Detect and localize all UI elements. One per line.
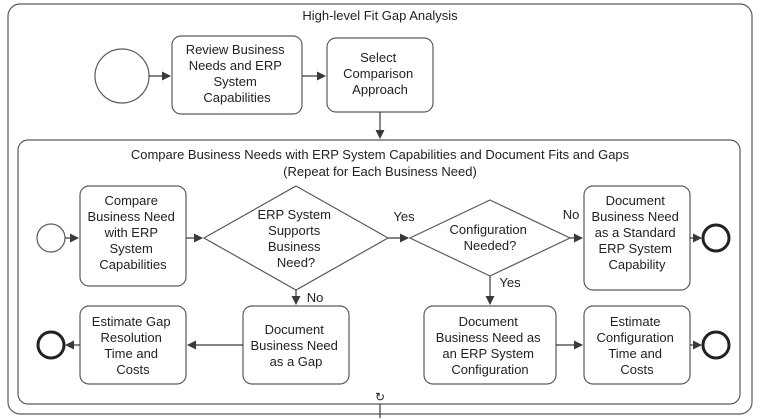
- sub-title-line2: (Repeat for Each Business Need): [283, 164, 477, 179]
- edge-label-yes-2: Yes: [499, 275, 521, 290]
- loop-marker-icon: ↻: [375, 390, 385, 404]
- task-estimate-configuration-label: Estimate Configuration Time and Costs: [597, 314, 678, 377]
- edge-label-no-2: No: [563, 207, 580, 222]
- task-review-business-needs: [171, 35, 303, 115]
- task-compare-label: Compare Business Need with ERP System Ca…: [87, 193, 178, 272]
- gateway-config-needed-label: Configuration Needed?: [450, 222, 531, 253]
- outer-title: High-level Fit Gap Analysis: [302, 8, 458, 23]
- start-event: [94, 48, 150, 104]
- inner-subprocess: [17, 139, 741, 405]
- task-review-label: Review Business Needs and ERP System Cap…: [186, 42, 289, 105]
- gateway-erp-supports-label: ERP System Supports Business Need?: [257, 207, 334, 270]
- end-event-gap: [36, 330, 66, 360]
- task-compare: [79, 185, 187, 287]
- edge-label-no-1: No: [307, 290, 324, 305]
- task-estimate-gap-label: Estimate Gap Resolution Time and Costs: [92, 314, 174, 377]
- end-event-configuration: [701, 330, 731, 360]
- edge-label-yes-1: Yes: [393, 209, 415, 224]
- task-select-label: Select Comparison Approach: [343, 50, 417, 97]
- end-event-standard: [701, 223, 731, 253]
- task-document-standard-label: Document Business Need as a Standard ERP…: [591, 193, 682, 272]
- task-document-gap-label: Document Business Need as a Gap: [250, 322, 341, 369]
- task-document-configuration-label: Document Business Need as an ERP System …: [436, 314, 544, 377]
- inner-start-event: [36, 223, 66, 253]
- sub-title-line1: Compare Business Needs with ERP System C…: [131, 147, 630, 162]
